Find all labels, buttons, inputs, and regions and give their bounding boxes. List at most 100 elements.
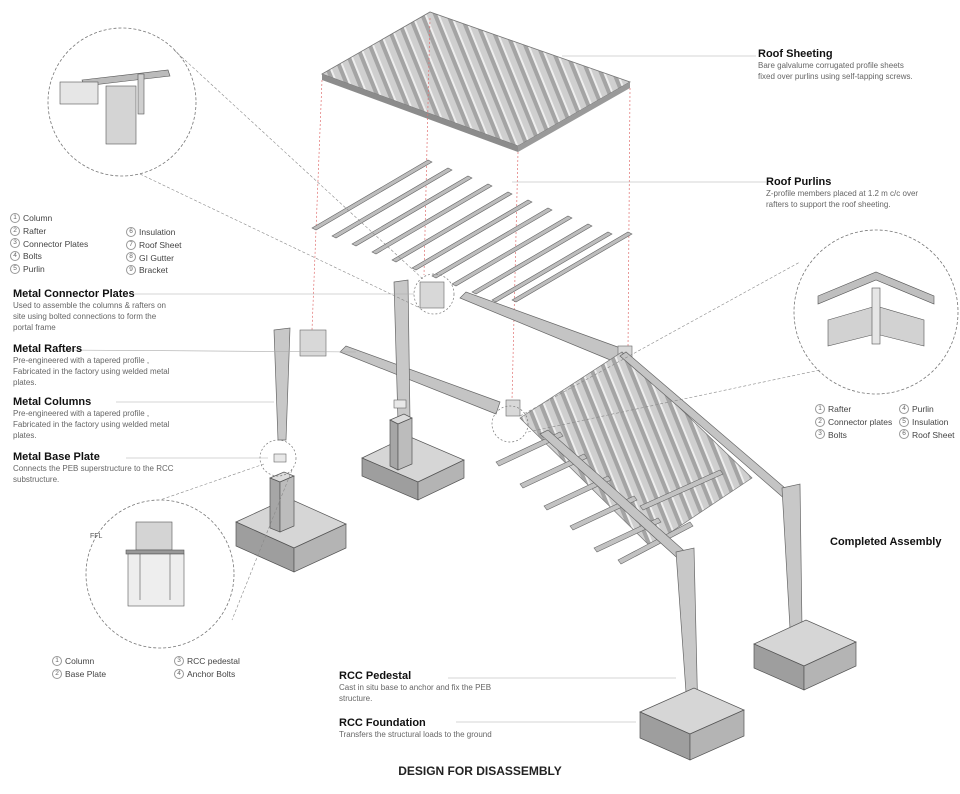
callout-desc-line: Pre-engineered with a tapered profile ,	[13, 409, 150, 418]
detail-circle-base	[85, 499, 235, 649]
roof-sheeting-panel	[321, 11, 631, 152]
callout-title: Metal Columns	[13, 396, 92, 408]
callout-desc-line: Bare galvalume corrugated profile sheets	[758, 61, 904, 70]
callout-desc-line: site using bolted connections to form th…	[13, 312, 157, 321]
callout-title: Metal Base Plate	[13, 451, 100, 463]
callout-title: Metal Connector Plates	[13, 288, 135, 300]
legend-number: 6	[899, 429, 909, 440]
legend-number: 2	[52, 668, 62, 679]
callout-title: RCC Foundation	[339, 717, 426, 729]
legend-label: Rafter	[828, 403, 852, 414]
detail-link-lines	[139, 49, 821, 621]
callout-rcc-pedestal: RCC Pedestal Cast in situ base to anchor…	[339, 670, 539, 704]
legend-label: Anchor Bolts	[187, 668, 236, 679]
legend-number: 4	[174, 668, 184, 679]
callout-desc-line: rafters to support the roof sheeting.	[766, 200, 891, 209]
completed-assembly	[495, 351, 857, 761]
legend-label: Purlin	[23, 263, 45, 274]
legend-label: Bolts	[828, 429, 847, 440]
legend-label: Column	[65, 655, 95, 666]
callout-title: Roof Sheeting	[758, 48, 833, 60]
callout-roof-purlins: Roof Purlins Z-profile members placed at…	[766, 176, 956, 210]
legend-number: 1	[10, 212, 20, 223]
callout-desc-line: Connects the PEB superstructure to the R…	[13, 464, 174, 473]
detail-circle-eaves	[47, 27, 197, 177]
legend-number: 8	[126, 252, 136, 263]
callout-connector-plates: Metal Connector Plates Used to assemble …	[13, 288, 203, 333]
legend-number: 3	[815, 429, 825, 440]
legend-label: Base Plate	[65, 668, 107, 679]
callout-desc-line: Fabricated in the factory using welded m…	[13, 420, 170, 429]
callout-desc-line: Cast in situ base to anchor and fix the …	[339, 683, 492, 692]
legend-label: Bracket	[139, 265, 168, 275]
legend-number: 4	[899, 403, 909, 414]
assembly-guide-lines	[311, 17, 631, 401]
roof-purlins	[311, 159, 633, 303]
small-detail-rings	[259, 273, 529, 477]
detail-circle-ridge	[793, 229, 959, 395]
callout-title: Metal Rafters	[13, 343, 83, 355]
legend-label: Roof Sheet	[139, 239, 182, 250]
rcc-foundations-exploded	[235, 413, 465, 573]
callout-desc-line: Transfers the structural loads to the gr…	[339, 730, 492, 739]
legend-label: Rafter	[23, 225, 47, 236]
detail-ridge-drawing	[817, 271, 935, 347]
legend-label: Insulation	[139, 226, 176, 237]
legend-label: Bolts	[23, 251, 42, 261]
callout-desc-line: Pre-engineered with a tapered profile ,	[13, 356, 150, 365]
exploded-frame	[273, 279, 633, 463]
callout-roof-sheeting: Roof Sheeting Bare galvalume corrugated …	[758, 48, 958, 82]
legend-number: 3	[10, 238, 20, 249]
detail-base-drawing	[125, 521, 185, 607]
legend-number: 2	[815, 416, 825, 427]
callout-desc-line: Used to assemble the columns & rafters o…	[13, 301, 166, 310]
callout-desc-line: structure.	[339, 694, 373, 703]
detail-eaves-drawing	[59, 69, 171, 145]
completed-assembly-label: Completed Assembly	[830, 536, 942, 548]
legend-label: Insulation	[912, 416, 949, 427]
legend-label: Column	[23, 212, 53, 223]
callout-desc-line: plates.	[13, 431, 37, 440]
callout-rcc-foundation: RCC Foundation Transfers the structural …	[339, 717, 539, 740]
legend-number: 5	[10, 263, 20, 274]
legend-number: 1	[815, 403, 825, 414]
callout-title: RCC Pedestal	[339, 670, 412, 682]
callout-desc-line: Z-profile members placed at 1.2 m c/c ov…	[766, 189, 919, 198]
callout-title: Roof Purlins	[766, 176, 832, 188]
callout-base-plate: Metal Base Plate Connects the PEB supers…	[13, 451, 203, 485]
page-title: DESIGN FOR DISASSEMBLY	[398, 764, 562, 778]
legend-label: Connector Plates	[23, 238, 89, 249]
callout-desc-line: fixed over purlins using self-tapping sc…	[758, 72, 913, 81]
legend-number: 9	[126, 265, 136, 275]
legend-number: 2	[10, 225, 20, 236]
callout-desc-line: portal frame	[13, 323, 56, 332]
callout-desc-line: plates.	[13, 378, 37, 387]
callout-columns: Metal Columns Pre-engineered with a tape…	[13, 396, 203, 441]
callout-desc-line: substructure.	[13, 475, 60, 484]
legend-number: 5	[899, 416, 909, 427]
callout-rafters: Metal Rafters Pre-engineered with a tape…	[13, 343, 203, 388]
legend-number: 7	[126, 239, 136, 250]
